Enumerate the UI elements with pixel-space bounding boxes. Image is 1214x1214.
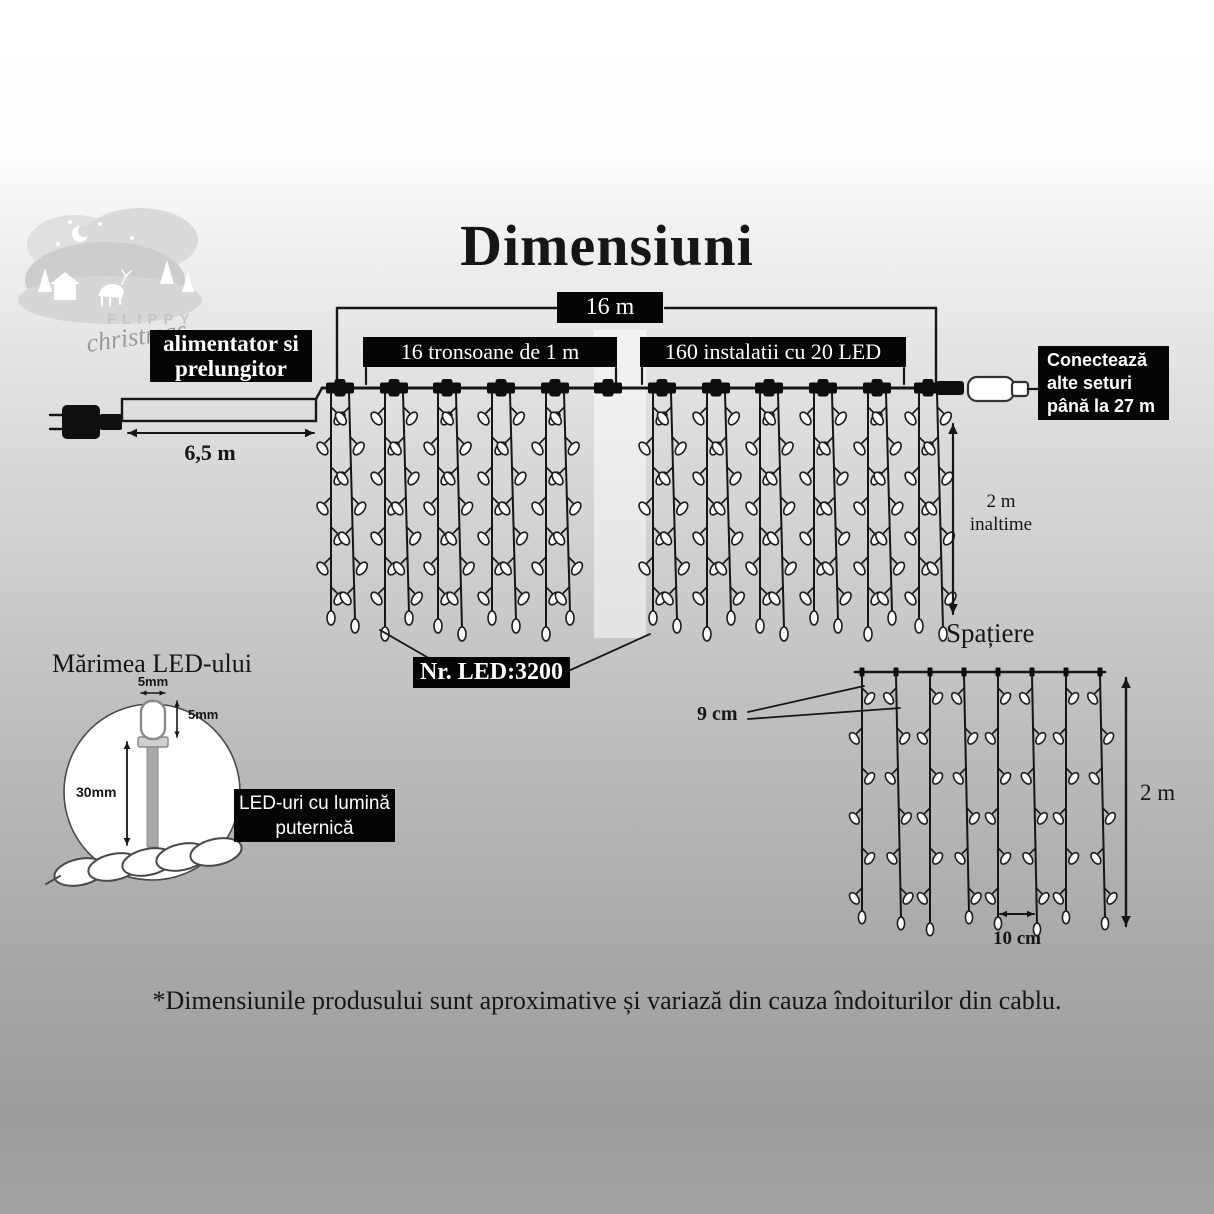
led-size-title: Mărimea LED-ului	[52, 649, 252, 678]
connect-line2: alte seturi	[1047, 372, 1133, 393]
spacing-title: Spațiere	[946, 618, 1035, 648]
spacing-height-label: 2 m	[1140, 780, 1176, 805]
sections-box: 16 tronsoane de 1 m	[363, 337, 617, 367]
connect-sets-box: Conectează alte seturi până la 27 m	[1038, 346, 1169, 420]
power-supply-line2: prelungitor	[174, 356, 288, 381]
led-light-line1: LED-uri cu lumină	[239, 792, 390, 814]
logo-brand-text: FLIPPY	[107, 311, 196, 328]
connect-line3: până la 27 m	[1047, 395, 1156, 416]
installations-box: 160 instalatii cu 20 LED	[640, 337, 906, 367]
connect-line1: Conectează	[1047, 349, 1148, 370]
led-width-label: 5mm	[137, 674, 169, 689]
total-length-box: 16 m	[557, 292, 663, 323]
led-light-box: LED-uri cu lumină puternică	[234, 789, 395, 842]
strand-gap-label: 9 cm	[697, 703, 738, 725]
cable-length-label: 6,5 m	[184, 440, 236, 465]
power-supply-box: alimentator si prelungitor	[150, 330, 312, 382]
led-light-line2: puternică	[275, 817, 354, 839]
footer-note: *Dimensiunile produsului sunt aproximati…	[152, 986, 1062, 1015]
led-total-box: Nr. LED:3200	[413, 657, 570, 688]
page-title: Dimensiuni	[460, 213, 754, 278]
curtain-height-caption: inaltime	[969, 514, 1033, 535]
led-cap-height-label: 5mm	[188, 707, 219, 722]
curtain-height-value: 2 m	[986, 491, 1016, 512]
led-gap-label: 10 cm	[992, 928, 1041, 949]
led-length-label: 30mm	[76, 784, 117, 800]
curtain-height-label: 2 m inaltime	[966, 490, 1036, 536]
power-supply-line1: alimentator si	[163, 331, 299, 356]
